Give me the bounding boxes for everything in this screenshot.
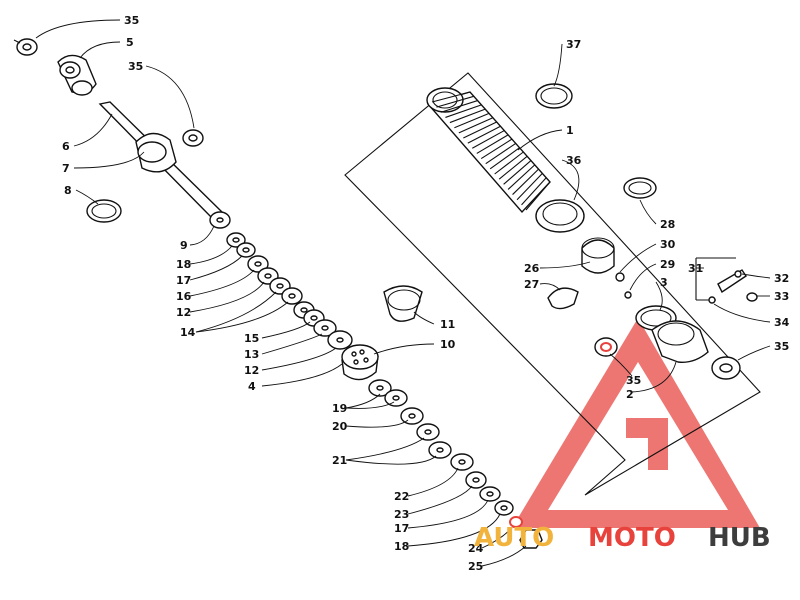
callout-3: 3 xyxy=(660,276,668,289)
callout-9: 9 xyxy=(180,239,188,252)
callout-13: 13 xyxy=(244,348,259,361)
callout-28: 28 xyxy=(660,218,675,231)
callout-10: 10 xyxy=(440,338,456,351)
callout-12-lower: 12 xyxy=(244,364,259,377)
watermark-text: AUTO MOTO HUB xyxy=(474,523,771,553)
callout-7: 7 xyxy=(62,162,70,175)
watermark-auto: AUTO xyxy=(474,523,554,553)
callout-11: 11 xyxy=(440,318,455,331)
callout-24: 24 xyxy=(468,542,484,555)
callout-29: 29 xyxy=(660,258,675,271)
callout-16: 16 xyxy=(176,290,192,303)
callout-17-upper: 17 xyxy=(176,274,191,287)
callout-labels: 35 5 35 6 7 8 9 18 17 16 12 14 15 13 12 … xyxy=(62,14,790,573)
callout-19: 19 xyxy=(332,402,347,415)
callout-35-lower: 35 xyxy=(626,374,641,387)
piston-group xyxy=(341,285,423,381)
callout-35-right: 35 xyxy=(774,340,789,353)
callout-23: 23 xyxy=(394,508,409,521)
callout-14: 14 xyxy=(180,326,196,339)
callout-35-upper: 35 xyxy=(128,60,143,73)
callout-35-top: 35 xyxy=(124,14,139,27)
callout-15: 15 xyxy=(244,332,259,345)
callout-37: 37 xyxy=(566,38,581,51)
adjuster-group xyxy=(535,83,657,310)
callout-31: 31 xyxy=(688,262,703,275)
callout-20: 20 xyxy=(332,420,348,433)
washer-stack-lower xyxy=(368,379,543,549)
callout-5: 5 xyxy=(126,36,134,49)
callout-33: 33 xyxy=(774,290,789,303)
callout-18-lower: 18 xyxy=(394,540,409,553)
callout-1: 1 xyxy=(566,124,574,137)
callout-25: 25 xyxy=(468,560,483,573)
callout-4: 4 xyxy=(248,380,256,393)
callout-2: 2 xyxy=(626,388,634,401)
callout-12-upper: 12 xyxy=(176,306,191,319)
watermark-moto: MOTO xyxy=(588,523,676,553)
leader-lines xyxy=(35,19,771,567)
shock-shaft-group xyxy=(13,38,223,223)
callout-22: 22 xyxy=(394,490,409,503)
callout-6: 6 xyxy=(62,140,70,153)
shock-body xyxy=(426,87,551,214)
callout-18-upper: 18 xyxy=(176,258,191,271)
callout-8: 8 xyxy=(64,184,72,197)
callout-26: 26 xyxy=(524,262,540,275)
callout-17-lower: 17 xyxy=(394,522,409,535)
callout-21: 21 xyxy=(332,454,347,467)
callout-36: 36 xyxy=(566,154,582,167)
end-cap-group xyxy=(594,257,758,380)
watermark-logo xyxy=(512,318,760,528)
callout-32: 32 xyxy=(774,272,789,285)
callout-34: 34 xyxy=(774,316,790,329)
washer-stack-left xyxy=(209,211,353,350)
watermark-hub: HUB xyxy=(708,523,771,553)
callout-27: 27 xyxy=(524,278,539,291)
callout-30: 30 xyxy=(660,238,676,251)
